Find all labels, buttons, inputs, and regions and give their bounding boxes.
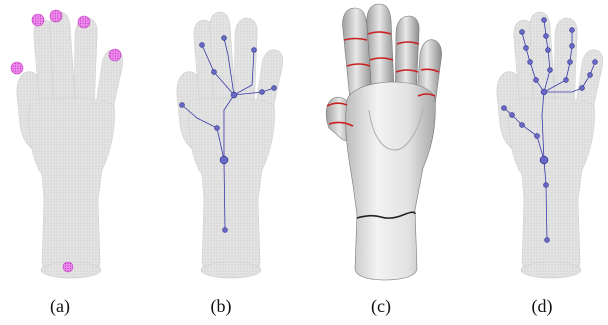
skeleton-node: [580, 86, 585, 91]
skeleton-node: [542, 18, 547, 23]
caption-a: (a): [30, 296, 90, 317]
skeleton-node: [260, 90, 265, 95]
skeleton-node: [252, 48, 257, 53]
skeleton-node: [588, 73, 593, 78]
panel-a-hand-feature-points: [11, 10, 123, 278]
caption-c: (c): [351, 296, 411, 317]
skeleton-node: [528, 60, 533, 65]
skeleton-node: [570, 28, 575, 33]
panel-b-hand-coarse-skeleton: [177, 12, 283, 278]
skeleton-node: [510, 113, 515, 118]
hand-render-palm: [346, 82, 436, 280]
skeleton-node: [545, 238, 550, 243]
skeleton-node: [544, 34, 549, 39]
skeleton-node: [546, 48, 551, 53]
skeleton-node: [502, 106, 507, 111]
feature-point-index: [32, 14, 44, 26]
hand-mesh-b: [177, 12, 283, 278]
skeleton-node: [535, 134, 540, 139]
skeleton-node: [570, 44, 575, 49]
skeleton-node: [520, 30, 525, 35]
skeleton-node: [222, 36, 227, 41]
skeleton-node: [568, 60, 573, 65]
hand-mesh-a: [17, 12, 123, 278]
skeleton-node: [520, 123, 525, 128]
feature-point-ring: [78, 16, 90, 28]
skeleton-node: [544, 183, 549, 188]
panel-c-hand-segmentation: [326, 4, 441, 280]
skeleton-node: [223, 228, 228, 233]
feature-point-thumb: [11, 62, 23, 74]
skeleton-node: [593, 60, 598, 65]
skeleton-node: [541, 89, 547, 95]
skeleton-node: [215, 126, 220, 131]
feature-point-middle: [50, 10, 62, 22]
skeleton-node: [548, 68, 553, 73]
caption-d: (d): [512, 296, 572, 317]
skeleton-node-root: [540, 156, 548, 164]
skeleton-node-root: [220, 156, 228, 164]
skeleton-node: [212, 70, 217, 75]
skeleton-node: [534, 78, 539, 83]
skeleton-node: [231, 92, 237, 98]
caption-b: (b): [191, 296, 251, 317]
skeleton-node: [564, 78, 569, 83]
feature-point-pinky: [109, 49, 121, 61]
feature-point-wrist: [63, 262, 73, 272]
panel-d-hand-refined-skeleton: [497, 12, 603, 278]
skeleton-node: [524, 46, 529, 51]
skeleton-node: [180, 103, 185, 108]
skeleton-node: [200, 43, 205, 48]
skeleton-node: [272, 86, 277, 91]
